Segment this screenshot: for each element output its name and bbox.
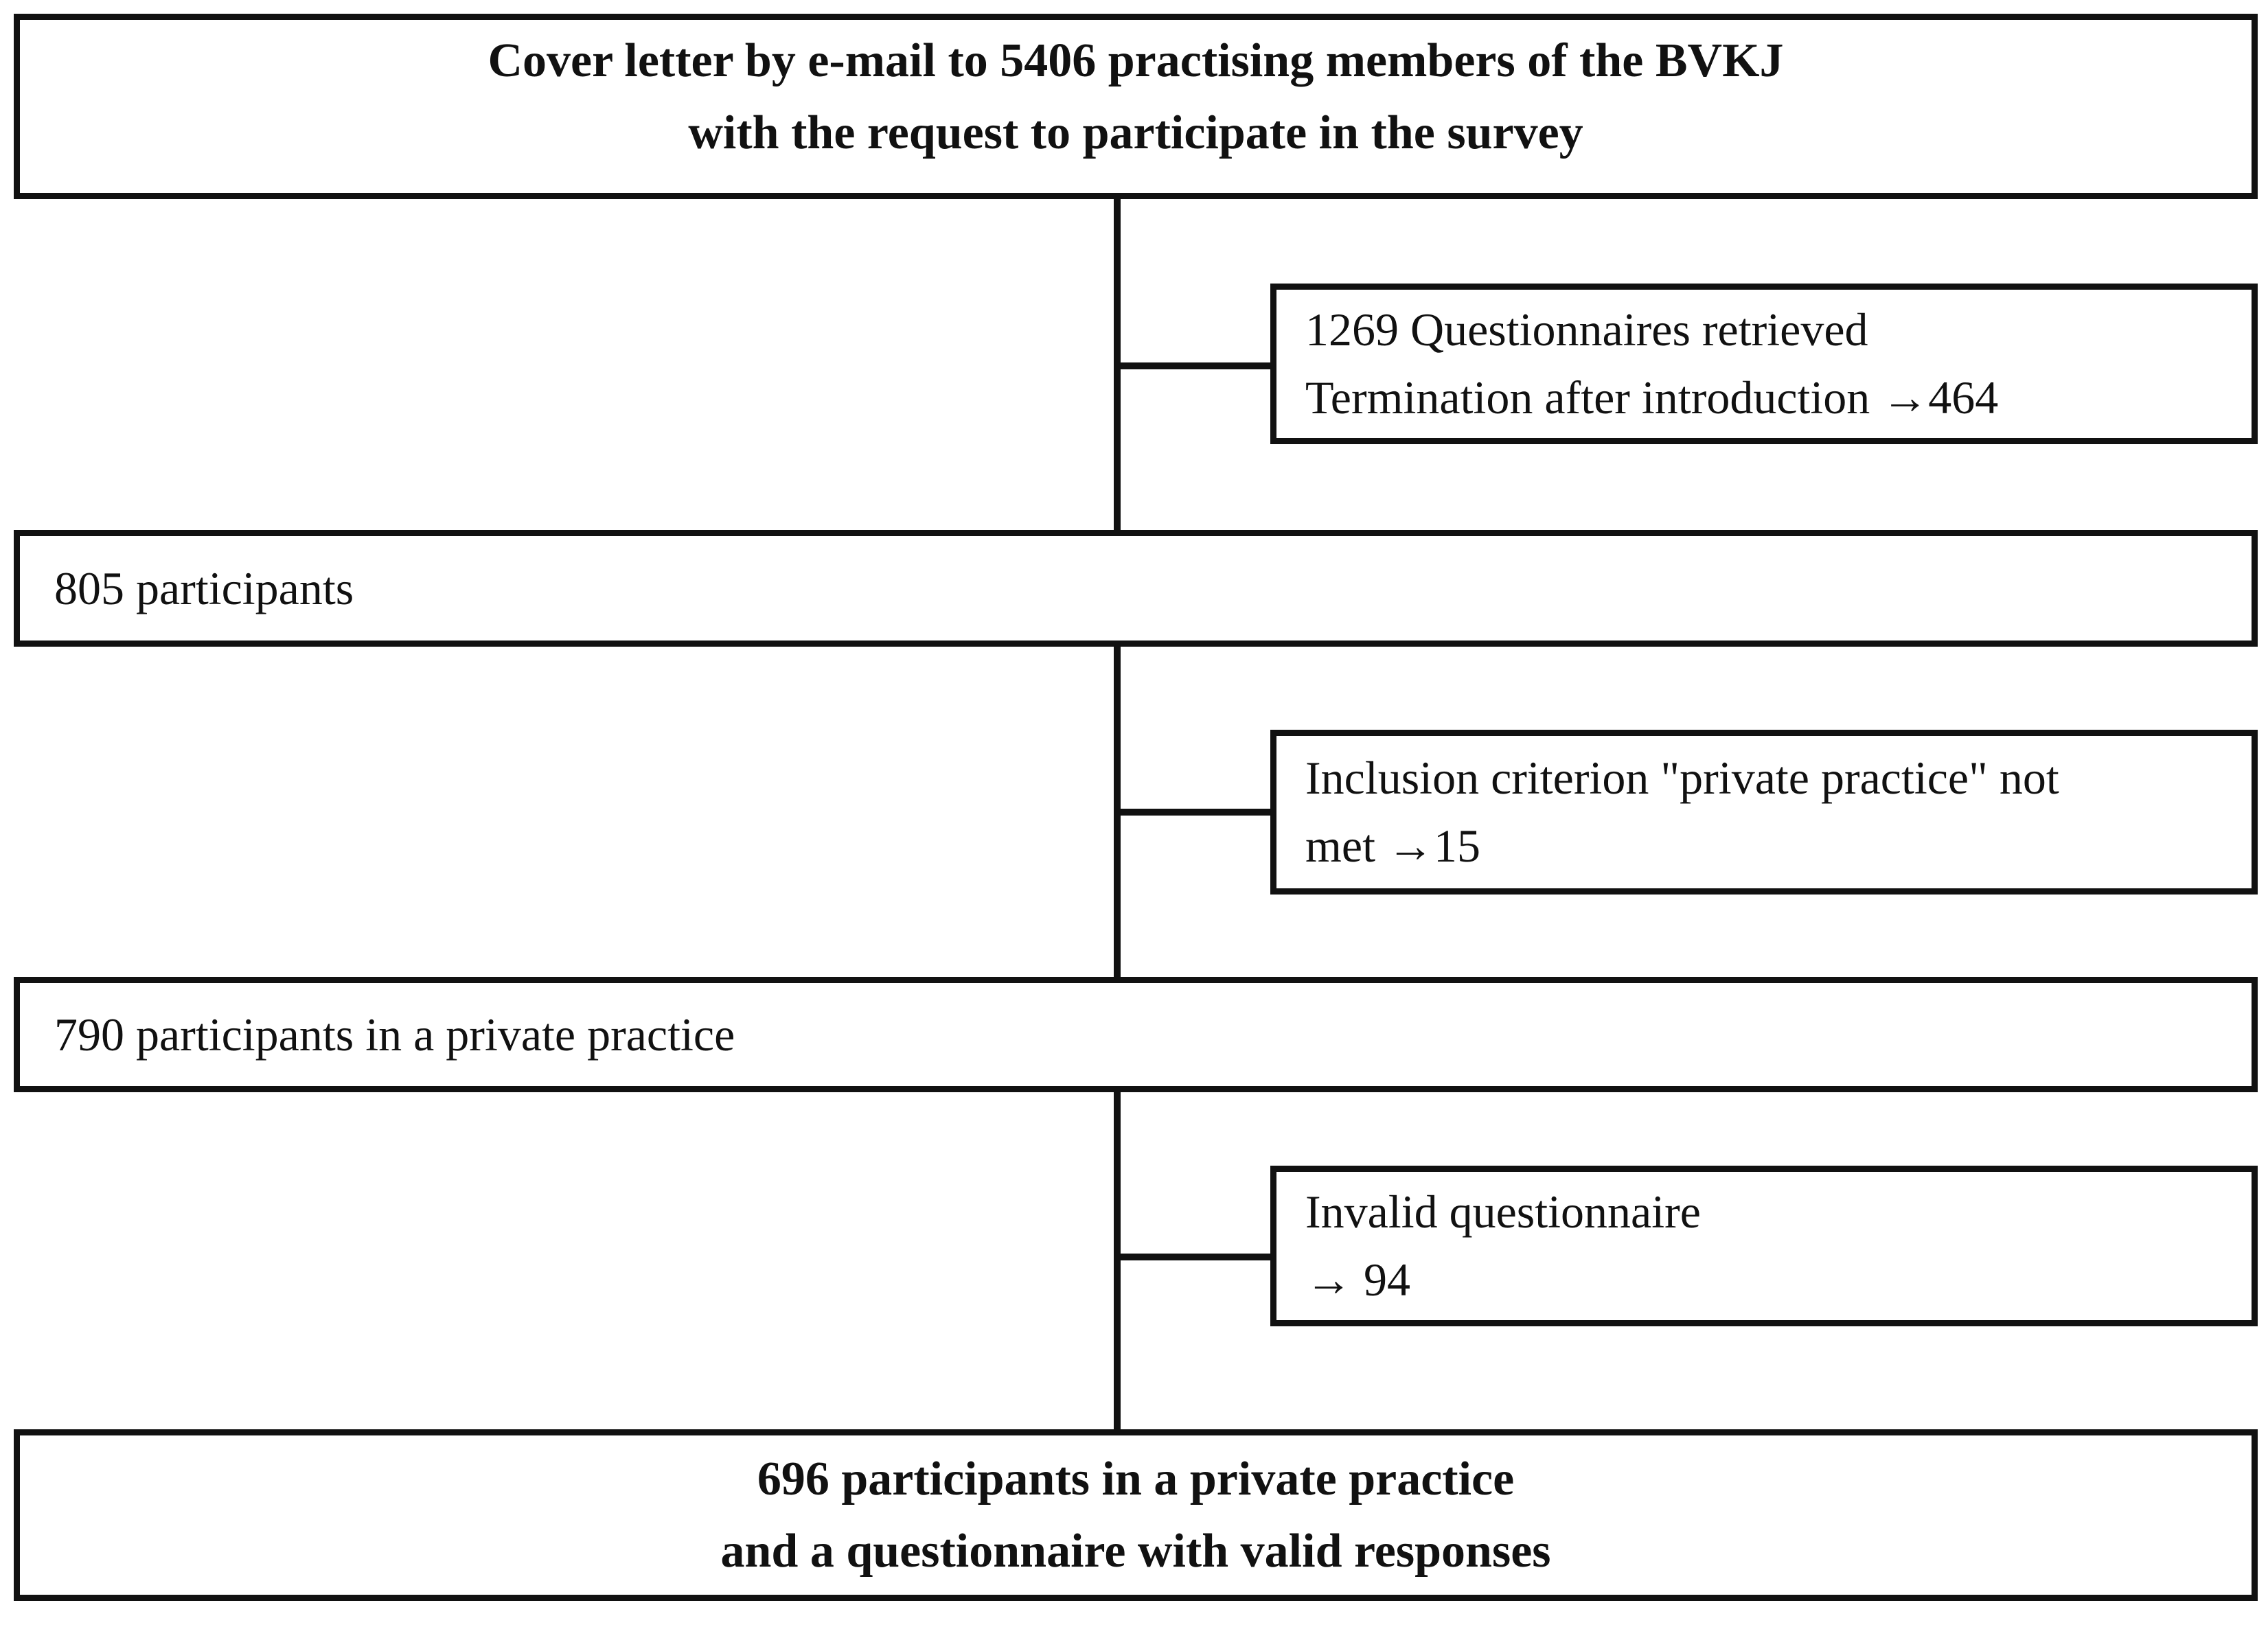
flow-box-invalid-questionnaire: Invalid questionnaire → 94 [1270,1166,2258,1326]
flow-box-questionnaires-retrieved: 1269 Questionnaires retrieved Terminatio… [1270,284,2258,444]
exclusion-2-line-1: Inclusion criterion "private practice" n… [1305,752,2059,805]
flow-box-805-participants: 805 participants [14,530,2258,647]
flow-box-final-696-participants: 696 participants in a private practice a… [14,1429,2258,1601]
flow-box-790-participants: 790 participants in a private practice [14,977,2258,1092]
exclusion-3-line-2: → 94 [1305,1254,1410,1306]
exclusion-1-line-2: Termination after introduction →464 [1305,371,1999,424]
horizontal-connector-1 [1117,362,1277,369]
cover-letter-line-2: with the request to participate in the s… [688,106,1583,159]
final-box-line-2: and a questionnaire with valid responses [720,1525,1551,1578]
exclusion-2-line-2: met →15 [1305,820,1480,872]
vertical-connector-3 [1114,1089,1121,1433]
cover-letter-line-1: Cover letter by e-mail to 5406 practisin… [488,34,1784,87]
exclusion-3-line-1: Invalid questionnaire [1305,1186,1701,1238]
horizontal-connector-2 [1117,809,1277,816]
flow-box-inclusion-criterion-not-met: Inclusion criterion "private practice" n… [1270,730,2258,895]
stage-2-text: 790 participants in a private practice [54,1008,735,1061]
stage-1-text: 805 participants [54,562,354,614]
final-box-line-1: 696 participants in a private practice [757,1453,1515,1505]
horizontal-connector-3 [1117,1254,1277,1260]
flow-box-cover-letter: Cover letter by e-mail to 5406 practisin… [14,14,2258,199]
exclusion-1-line-1: 1269 Questionnaires retrieved [1305,303,1868,356]
